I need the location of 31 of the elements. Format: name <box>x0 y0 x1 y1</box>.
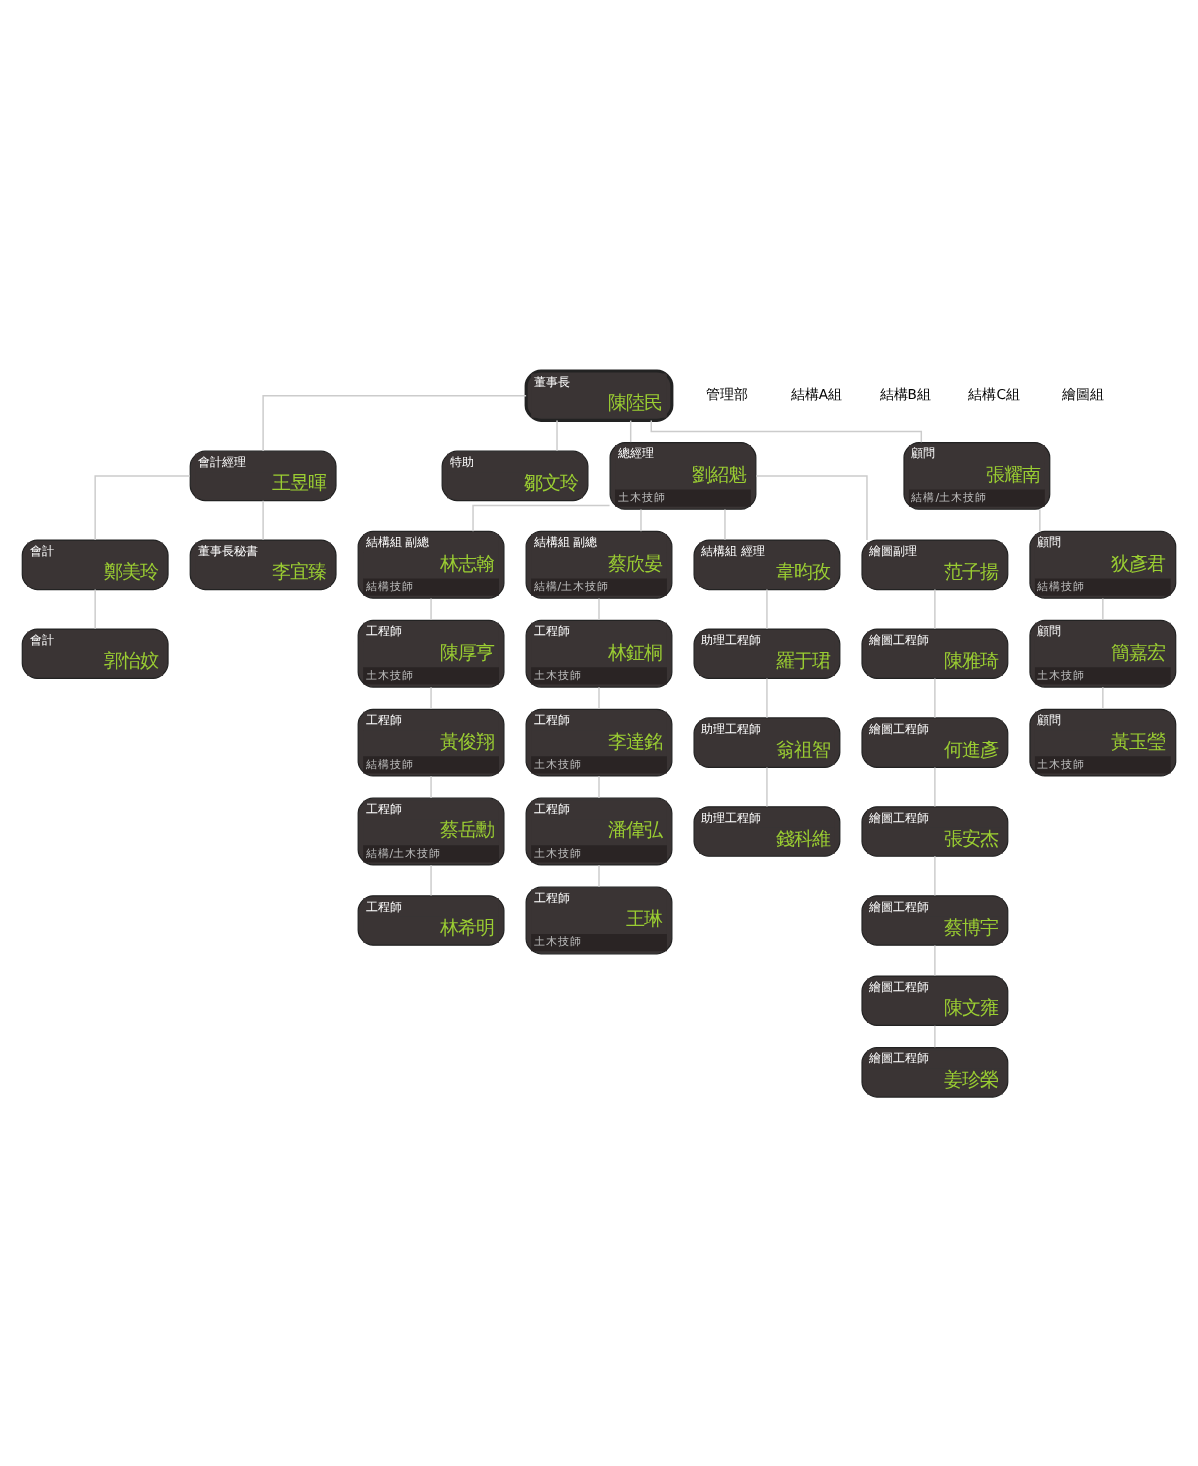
connector <box>430 685 432 709</box>
connector <box>262 393 527 451</box>
connector <box>755 474 868 540</box>
connector <box>598 863 600 887</box>
connector <box>556 418 558 451</box>
connector <box>934 765 936 807</box>
connector <box>766 587 768 629</box>
connector <box>766 676 768 718</box>
connector <box>1039 507 1041 531</box>
connector <box>934 1024 936 1047</box>
connector <box>934 854 936 896</box>
connector <box>94 474 191 540</box>
connector <box>430 863 432 896</box>
connector <box>724 507 726 540</box>
connector <box>766 765 768 807</box>
connector <box>430 774 432 798</box>
connector <box>934 676 936 718</box>
connector <box>934 943 936 976</box>
connector <box>598 774 600 798</box>
connector <box>1102 685 1104 709</box>
connector <box>598 596 600 620</box>
connector <box>640 507 642 531</box>
connector <box>430 596 432 620</box>
connector <box>650 418 923 442</box>
connector <box>629 418 632 442</box>
connector <box>1102 596 1104 620</box>
connector <box>262 498 264 540</box>
connector <box>934 587 936 629</box>
connector <box>94 587 96 629</box>
connector <box>598 685 600 709</box>
connector <box>472 503 611 532</box>
